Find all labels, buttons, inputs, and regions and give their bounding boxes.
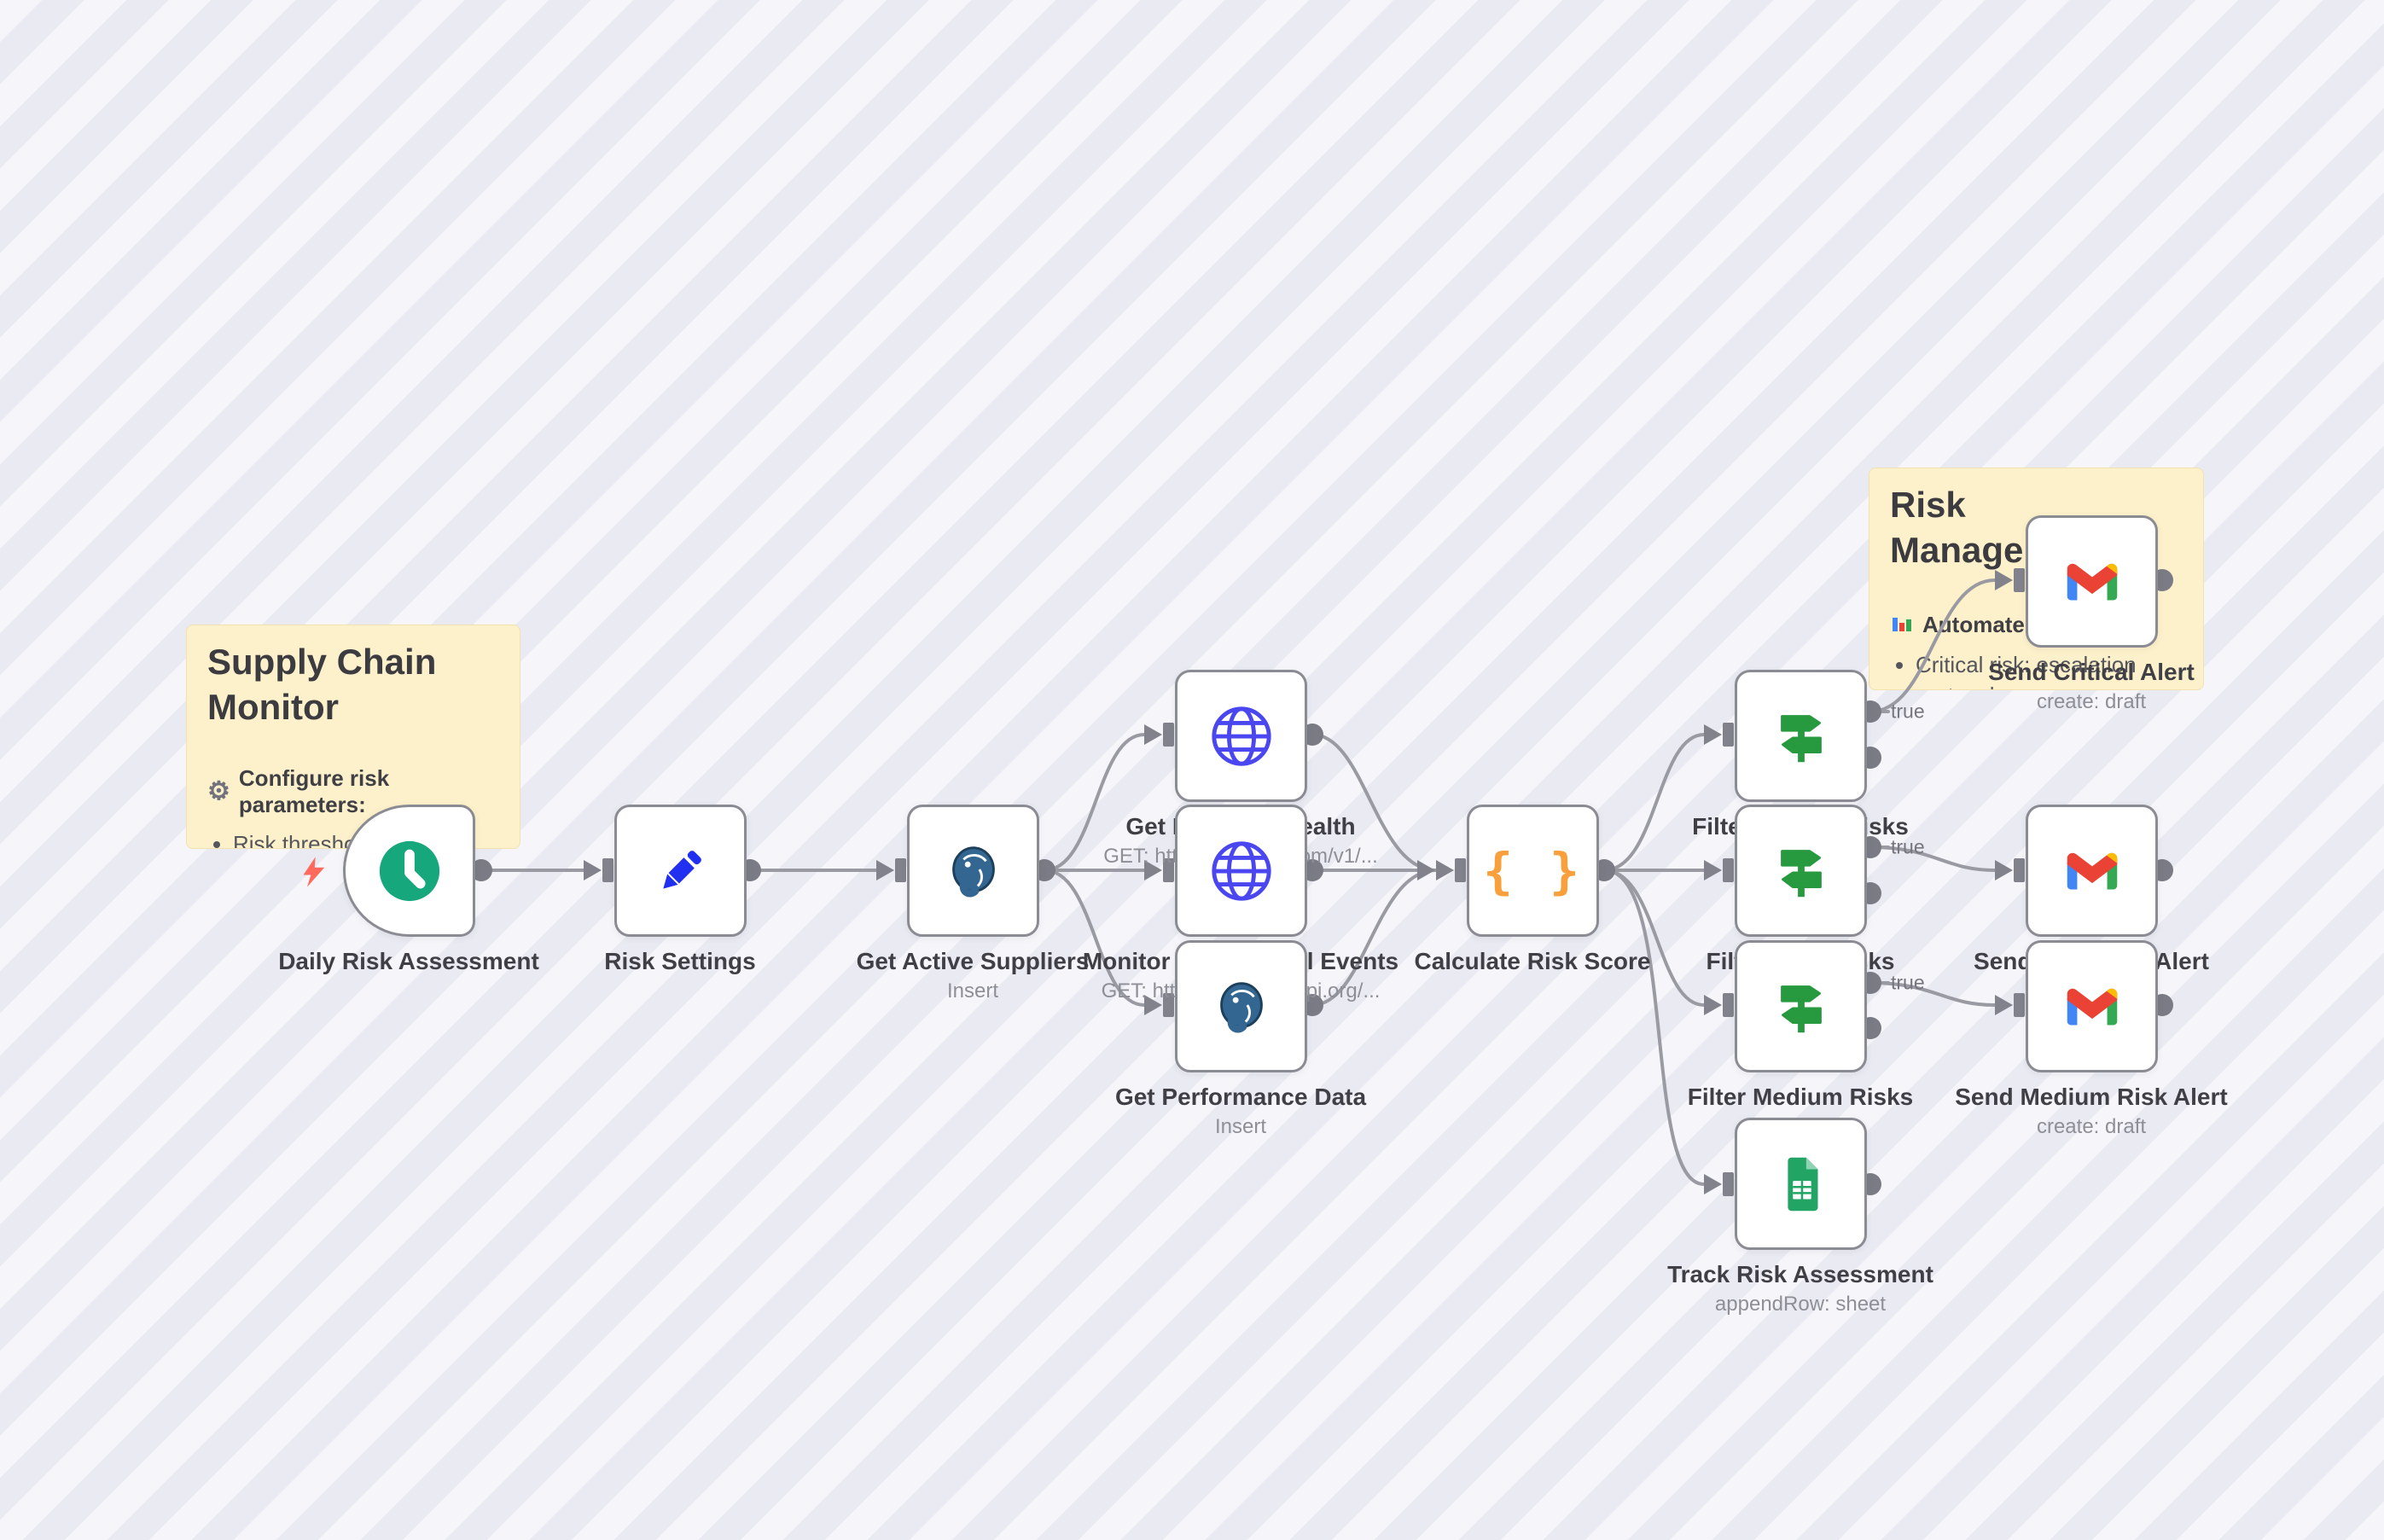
note-title: Supply Chain Monitor	[207, 642, 437, 727]
node-label: Send Critical Alert	[1988, 659, 2195, 685]
note-heading-text: Configure risk parameters:	[238, 765, 390, 817]
note-bullet-list: Critical risk: escalation protocols High…	[1890, 649, 2183, 689]
node-box[interactable]	[343, 805, 475, 937]
node-box[interactable]	[614, 805, 747, 937]
connection-edges[interactable]	[480, 578, 1997, 1186]
node-box[interactable]	[1175, 670, 1307, 802]
gmail-icon	[2059, 973, 2125, 1040]
globe-icon	[1208, 838, 1275, 904]
note-bullet: Critical risk: escalation protocols	[1916, 649, 2183, 689]
edge	[1043, 733, 1146, 872]
edge	[1602, 733, 1706, 872]
edge	[1311, 869, 1438, 1007]
edge-label-true: true	[1891, 835, 1925, 858]
note-heading: ⚙ Configure risk parameters:	[207, 765, 499, 818]
node-subtitle: create: draft	[2036, 1115, 2147, 1138]
postgres-icon	[940, 838, 1007, 904]
node-label: Send Medium Risk Alert	[1955, 1084, 2228, 1110]
node-get-active-suppliers[interactable]: Get Active Suppliers Insert	[857, 805, 1089, 1002]
node-box[interactable]: { }	[1467, 805, 1599, 937]
node-label: Get Performance Data	[1114, 1084, 1367, 1110]
node-label: Risk Settings	[604, 948, 756, 974]
node-daily-risk-assessment[interactable]: Daily Risk Assessment	[278, 805, 539, 974]
lightning-trigger-icon	[300, 854, 326, 894]
edge	[1602, 869, 1706, 1186]
node-label: Daily Risk Assessment	[278, 948, 539, 974]
node-risk-settings[interactable]: Risk Settings	[604, 805, 756, 974]
node-filter-medium-risks[interactable]: Filter Medium Risks	[1688, 940, 1913, 1110]
node-label: Filter Medium Risks	[1687, 1084, 1914, 1110]
edge	[1043, 869, 1146, 1007]
node-track-risk-assessment[interactable]: Track Risk Assessment appendRow: sheet	[1667, 1118, 1933, 1316]
node-send-critical-alert[interactable]: Send Critical Alert create: draft	[1988, 515, 2195, 713]
node-get-financial-health[interactable]: Get Financial Health GET: https://api.dn…	[1103, 670, 1378, 868]
node-subtitle: Insert	[946, 979, 999, 1002]
filter-signpost-icon	[1768, 703, 1835, 770]
node-box[interactable]	[2026, 805, 2158, 937]
edge	[1869, 846, 1997, 872]
node-box[interactable]	[1735, 1118, 1867, 1250]
edge	[1311, 733, 1438, 872]
node-send-high-risk-alert[interactable]: Send High Risk Alert	[1974, 805, 2209, 974]
input-ports[interactable]	[584, 568, 2025, 1196]
node-label: Track Risk Assessment	[1667, 1261, 1933, 1287]
node-box[interactable]	[907, 805, 1039, 937]
node-box[interactable]	[1175, 940, 1307, 1072]
edge	[1869, 578, 1997, 713]
node-box[interactable]	[1735, 805, 1867, 937]
node-box[interactable]	[1175, 805, 1307, 937]
node-label: Get Active Suppliers	[856, 948, 1090, 974]
edge	[1869, 981, 1997, 1007]
google-sheets-icon	[1768, 1151, 1835, 1217]
node-filter-critical-risks[interactable]: Filter Critical Risks	[1692, 670, 1909, 840]
bar-chart-icon	[1890, 610, 1914, 639]
code-braces-icon: { }	[1483, 841, 1583, 900]
node-send-medium-risk-alert[interactable]: Send Medium Risk Alert create: draft	[1955, 940, 2228, 1138]
gear-icon: ⚙	[207, 777, 230, 805]
node-filter-high-risks[interactable]: Filter High Risks	[1707, 805, 1894, 974]
node-box[interactable]	[2026, 515, 2158, 648]
gmail-icon	[2059, 549, 2125, 615]
edge-label-true: true	[1891, 971, 1925, 994]
node-box[interactable]	[1735, 670, 1867, 802]
node-box[interactable]	[1735, 940, 1867, 1072]
node-box[interactable]	[2026, 940, 2158, 1072]
node-label: Calculate Risk Score	[1414, 948, 1651, 974]
filter-signpost-icon	[1768, 973, 1835, 1040]
pencil-icon	[648, 838, 714, 904]
sticky-note-supply-chain[interactable]: Supply Chain Monitor ⚙ Configure risk pa…	[186, 625, 520, 849]
node-subtitle: Insert	[1214, 1115, 1267, 1138]
node-monitor-events[interactable]: Monitor Geopolitical Events GET: https:/…	[1083, 805, 1398, 1002]
clock-icon	[376, 838, 443, 904]
gmail-icon	[2059, 838, 2125, 904]
edge-label-true: true	[1891, 700, 1925, 723]
node-get-performance-data[interactable]: Get Performance Data Insert	[1115, 940, 1366, 1138]
postgres-icon	[1208, 973, 1275, 1040]
globe-icon	[1208, 703, 1275, 770]
filter-signpost-icon	[1768, 838, 1835, 904]
node-subtitle: appendRow: sheet	[1714, 1293, 1887, 1316]
node-subtitle: create: draft	[2036, 690, 2147, 713]
node-calculate-risk-score[interactable]: { } Calculate Risk Score	[1414, 805, 1651, 974]
